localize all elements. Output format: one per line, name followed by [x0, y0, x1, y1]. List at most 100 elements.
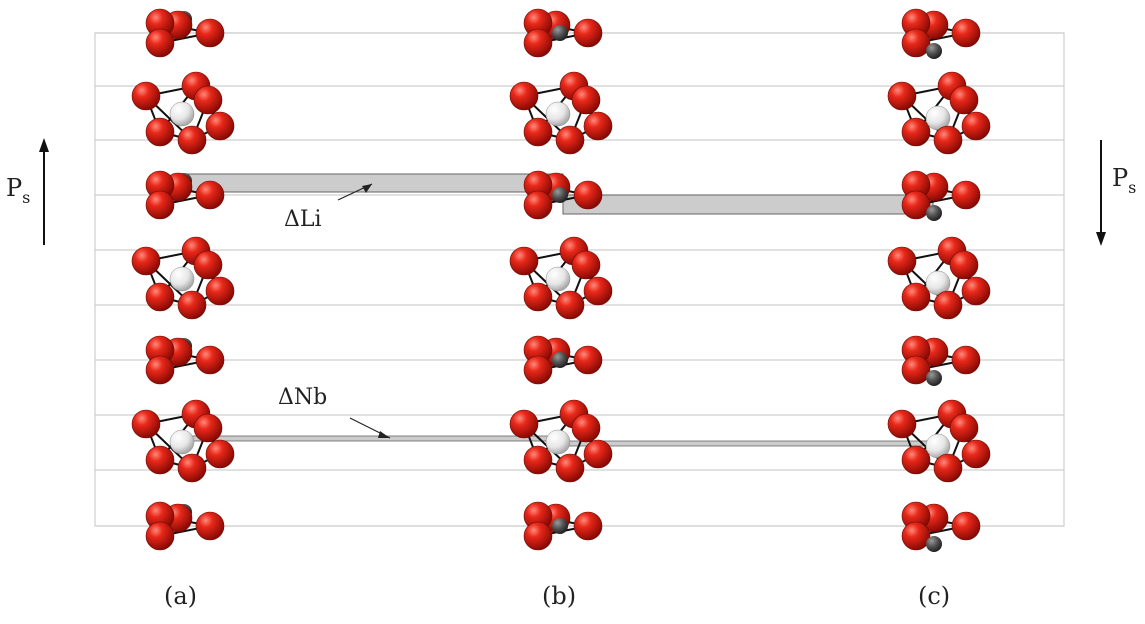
oxygen-atom	[887, 409, 917, 439]
lithium-atom	[926, 370, 942, 386]
polarization-down-arrow: Ps	[1096, 140, 1136, 246]
oxygen-atom	[523, 445, 553, 475]
oxygen-atom	[573, 511, 603, 541]
oxygen-atom	[509, 246, 539, 276]
oxygen-atom	[145, 28, 175, 58]
oxygen-octahedron-layer	[887, 236, 991, 320]
oxygen-atom	[195, 345, 225, 375]
oxygen-atom	[145, 190, 175, 220]
oxygen-octahedron-layer	[131, 71, 235, 155]
delta-li-pointer-head	[362, 184, 372, 193]
oxygen-atom	[901, 355, 931, 385]
oxygen-atom	[949, 85, 979, 115]
delta-li-band-right	[562, 194, 934, 215]
oxygen-atom	[131, 409, 161, 439]
oxygen-octahedron-layer	[887, 71, 991, 155]
oxygen-atom	[523, 117, 553, 147]
oxygen-atom	[131, 246, 161, 276]
oxygen-atom	[951, 18, 981, 48]
polarization-up-arrow: Ps	[6, 138, 49, 245]
oxygen-atom	[177, 290, 207, 320]
oxygen-atom	[193, 250, 223, 280]
oxygen-atom	[933, 125, 963, 155]
oxygen-atom	[571, 85, 601, 115]
oxygen-atom	[961, 439, 991, 469]
lithium-atom	[926, 536, 942, 552]
oxygen-atom	[509, 81, 539, 111]
oxygen-octahedron-layer	[887, 399, 991, 483]
oxygen-atom	[177, 125, 207, 155]
niobium-atom	[545, 266, 571, 292]
oxygen-triangle-layer	[901, 335, 981, 386]
oxygen-atom	[573, 18, 603, 48]
oxygen-atom	[571, 250, 601, 280]
niobium-atom	[545, 101, 571, 127]
oxygen-atom	[951, 345, 981, 375]
oxygen-atom	[145, 521, 175, 551]
oxygen-octahedron-layer	[509, 236, 613, 320]
lithium-atom	[552, 25, 568, 41]
oxygen-atom	[193, 413, 223, 443]
oxygen-triangle-layer	[901, 170, 981, 221]
oxygen-atom	[583, 439, 613, 469]
oxygen-atom	[523, 282, 553, 312]
niobium-atom	[169, 429, 195, 455]
lithium-atom	[552, 518, 568, 534]
oxygen-octahedron-layer	[131, 399, 235, 483]
niobium-atom	[169, 266, 195, 292]
oxygen-octahedron-layer	[131, 236, 235, 320]
oxygen-atom	[523, 28, 553, 58]
oxygen-atom	[583, 111, 613, 141]
panel-label-c: (c)	[918, 582, 950, 610]
oxygen-atom	[205, 439, 235, 469]
oxygen-atom	[145, 355, 175, 385]
oxygen-atom	[901, 190, 931, 220]
delta-li-label: ΔLi	[284, 207, 322, 232]
oxygen-atom	[523, 190, 553, 220]
delta-nb-band-left	[184, 435, 564, 442]
ps-right-label: Ps	[1112, 164, 1136, 197]
atom-columns	[131, 8, 991, 552]
delta-li-band-left	[184, 173, 564, 193]
oxygen-atom	[145, 282, 175, 312]
oxygen-atom	[583, 276, 613, 306]
oxygen-atom	[195, 18, 225, 48]
oxygen-atom	[205, 276, 235, 306]
oxygen-atom	[951, 180, 981, 210]
oxygen-atom	[195, 180, 225, 210]
panel-label-b: (b)	[542, 582, 576, 610]
oxygen-triangle-layer	[523, 8, 603, 58]
oxygen-atom	[509, 409, 539, 439]
oxygen-atom	[901, 28, 931, 58]
oxygen-atom	[555, 125, 585, 155]
oxygen-atom	[887, 246, 917, 276]
oxygen-atom	[131, 81, 161, 111]
oxygen-atom	[951, 511, 981, 541]
oxygen-triangle-layer	[145, 8, 225, 58]
lithium-atom	[552, 352, 568, 368]
oxygen-atom	[555, 453, 585, 483]
oxygen-triangle-layer	[145, 170, 225, 220]
niobium-atom	[545, 429, 571, 455]
oxygen-atom	[933, 290, 963, 320]
delta-nb-label: ΔNb	[278, 385, 327, 410]
ps-left-label: Ps	[6, 174, 30, 207]
oxygen-atom	[195, 511, 225, 541]
oxygen-triangle-layer	[901, 8, 981, 59]
lithium-atom	[926, 43, 942, 59]
oxygen-atom	[901, 282, 931, 312]
oxygen-atom	[949, 413, 979, 443]
annotations: ΔLi ΔNb	[278, 183, 391, 439]
oxygen-triangle-layer	[145, 501, 225, 551]
delta-nb-band-right	[562, 440, 934, 447]
niobium-atom	[169, 101, 195, 127]
oxygen-triangle-layer	[523, 501, 603, 551]
oxygen-atom	[887, 81, 917, 111]
oxygen-atom	[205, 111, 235, 141]
oxygen-atom	[961, 276, 991, 306]
oxygen-atom	[949, 250, 979, 280]
oxygen-atom	[193, 85, 223, 115]
oxygen-triangle-layer	[523, 335, 603, 385]
